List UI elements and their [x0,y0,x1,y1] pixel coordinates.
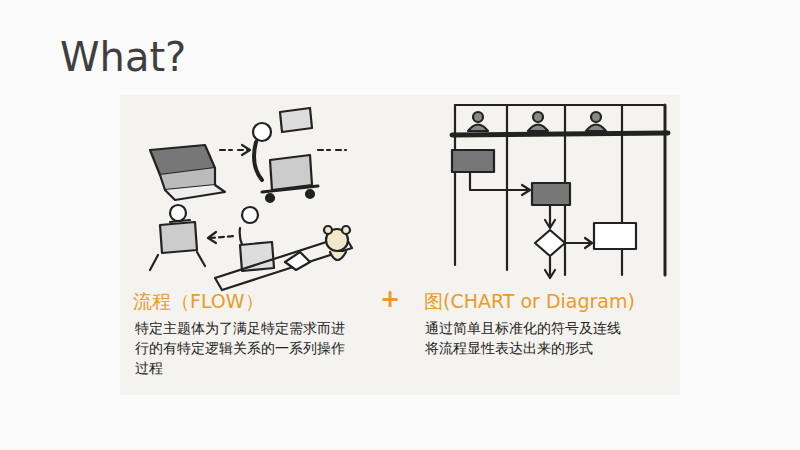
sketch-panel [120,95,680,395]
section-heading: 流程（FLOW） [133,289,264,315]
plus-sign: + [380,285,400,313]
slide-title: What? [60,34,186,80]
description-text: 通过简单且标准化的符号及连线将流程显性表达出来的形式 [425,318,630,358]
description-text: 特定主题体为了满足特定需求而进行的有特定逻辑关系的一系列操作过程 [135,318,351,378]
section-heading: 图(CHART or Diagram) [424,289,635,315]
